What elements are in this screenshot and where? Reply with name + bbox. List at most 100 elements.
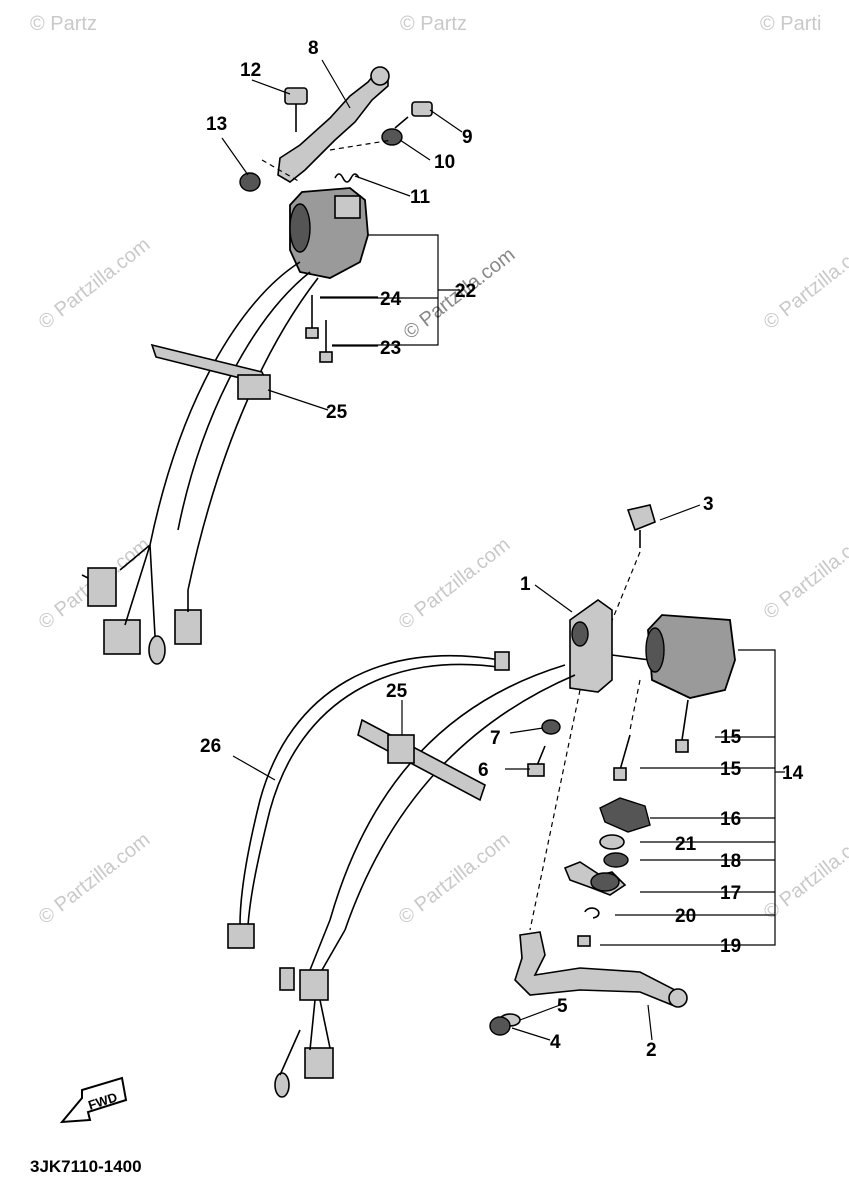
label-1: 1 [520, 574, 531, 595]
nut-10 [381, 128, 403, 146]
label-26: 26 [200, 736, 221, 757]
label-23: 23 [380, 338, 401, 359]
watermark-left-1: © Partzilla.com [35, 234, 155, 334]
watermark-left-3: © Partzilla.com [35, 829, 155, 929]
label-10: 10 [434, 152, 455, 173]
washer-21 [599, 834, 625, 850]
bolt-9-head [411, 101, 433, 117]
watermark-mid-2: © Partzilla.com [395, 534, 515, 634]
lever-end-ball [370, 66, 390, 86]
connector-d [148, 635, 166, 665]
label-14: 14 [782, 763, 804, 784]
label-24: 24 [380, 289, 402, 310]
bracket-14-lines [600, 649, 785, 946]
screw-15b-head [613, 767, 627, 781]
watermark-right-3: © Partzilla.com [760, 824, 849, 924]
connector-wires-lower [279, 919, 346, 1076]
lower-leader-lines [232, 504, 701, 1041]
upper-assembly [81, 59, 463, 665]
label-15-a: 15 [720, 727, 742, 748]
bar-link [611, 654, 651, 661]
connector-e [299, 969, 329, 1001]
connector-26 [227, 923, 255, 949]
label-13: 13 [206, 114, 227, 135]
label-16: 16 [720, 809, 741, 830]
nut-7 [541, 719, 561, 735]
cable-26-end [494, 651, 510, 671]
watermarks: © Partz © Partz © Parti © Partzilla.com … [30, 13, 849, 929]
holder-1 [569, 599, 613, 693]
bolt-12-head [284, 87, 308, 105]
cable-tie-clamp-upper [237, 374, 271, 400]
cable-tie-25-lower [357, 718, 486, 802]
washer-18 [603, 852, 629, 868]
label-25-lower: 25 [386, 681, 408, 702]
part-17-cap [590, 872, 620, 892]
spring-11 [334, 173, 360, 183]
assembly-guide [261, 139, 393, 183]
harness-wire-3 [187, 277, 319, 591]
screw-15b [619, 734, 631, 771]
nut-13 [239, 172, 261, 192]
fwd-arrow-icon [59, 1076, 128, 1124]
label-4: 4 [550, 1032, 561, 1053]
label-8: 8 [308, 38, 319, 59]
switch-button [334, 195, 361, 219]
lever-guide [529, 689, 581, 931]
label-22: 22 [455, 281, 476, 302]
label-11: 11 [410, 187, 431, 208]
label-5: 5 [557, 996, 568, 1017]
lower-assembly [227, 504, 785, 1098]
right-switch-housing [647, 614, 736, 699]
housing-opening [289, 203, 311, 253]
watermark-top-right: © Parti [760, 13, 821, 35]
brake-lever-ball [668, 988, 688, 1008]
holder-1-bore [571, 621, 589, 647]
label-2: 2 [646, 1040, 657, 1061]
connector-wires [81, 544, 189, 637]
screw-15a-head [675, 739, 689, 753]
upper-leader-lines [221, 59, 463, 411]
connector-g [304, 1047, 334, 1079]
label-25-upper: 25 [326, 402, 348, 423]
label-20: 20 [675, 906, 696, 927]
label-19: 19 [720, 936, 741, 957]
bolt-9-shaft [394, 116, 409, 129]
connector-f [279, 967, 295, 991]
screw-15a [681, 699, 689, 741]
label-17: 17 [720, 883, 741, 904]
bracket-22-lines [320, 234, 460, 346]
label-6: 6 [478, 760, 489, 781]
screw-23-head [319, 351, 333, 363]
clip-20 [584, 907, 600, 919]
nut-4 [489, 1016, 511, 1036]
watermark-right-2: © Partzilla.com [760, 524, 849, 624]
label-15-b: 15 [720, 759, 742, 780]
watermark-top-mid: © Partz [400, 13, 467, 35]
connector-c [174, 609, 202, 645]
cable-26 [239, 654, 501, 926]
clutch-lever-8 [277, 69, 389, 183]
part-labels: 8 12 9 13 10 11 24 22 23 25 3 1 25 26 7 … [200, 38, 804, 1061]
screw-15-guide [629, 679, 641, 731]
connector-h [274, 1072, 290, 1098]
watermark-mid-3: © Partzilla.com [395, 829, 515, 929]
label-7: 7 [490, 728, 501, 749]
label-12: 12 [240, 60, 261, 81]
fwd-arrow: FWD [59, 1076, 128, 1124]
label-18: 18 [720, 851, 741, 872]
label-21: 21 [675, 834, 697, 855]
right-harness-2 [344, 674, 576, 931]
label-9: 9 [462, 127, 473, 148]
screw-19 [577, 935, 591, 947]
screw-24-head [305, 327, 319, 339]
cable-26-b [247, 663, 506, 926]
connector-b [103, 619, 141, 655]
connector-a [87, 567, 117, 607]
bolt-6-head [527, 763, 545, 777]
part-16 [599, 797, 651, 833]
cable-tie-clamp-lower [387, 734, 415, 764]
brake-lever-2 [514, 931, 676, 1007]
watermark-right-1: © Partzilla.com [760, 234, 849, 334]
